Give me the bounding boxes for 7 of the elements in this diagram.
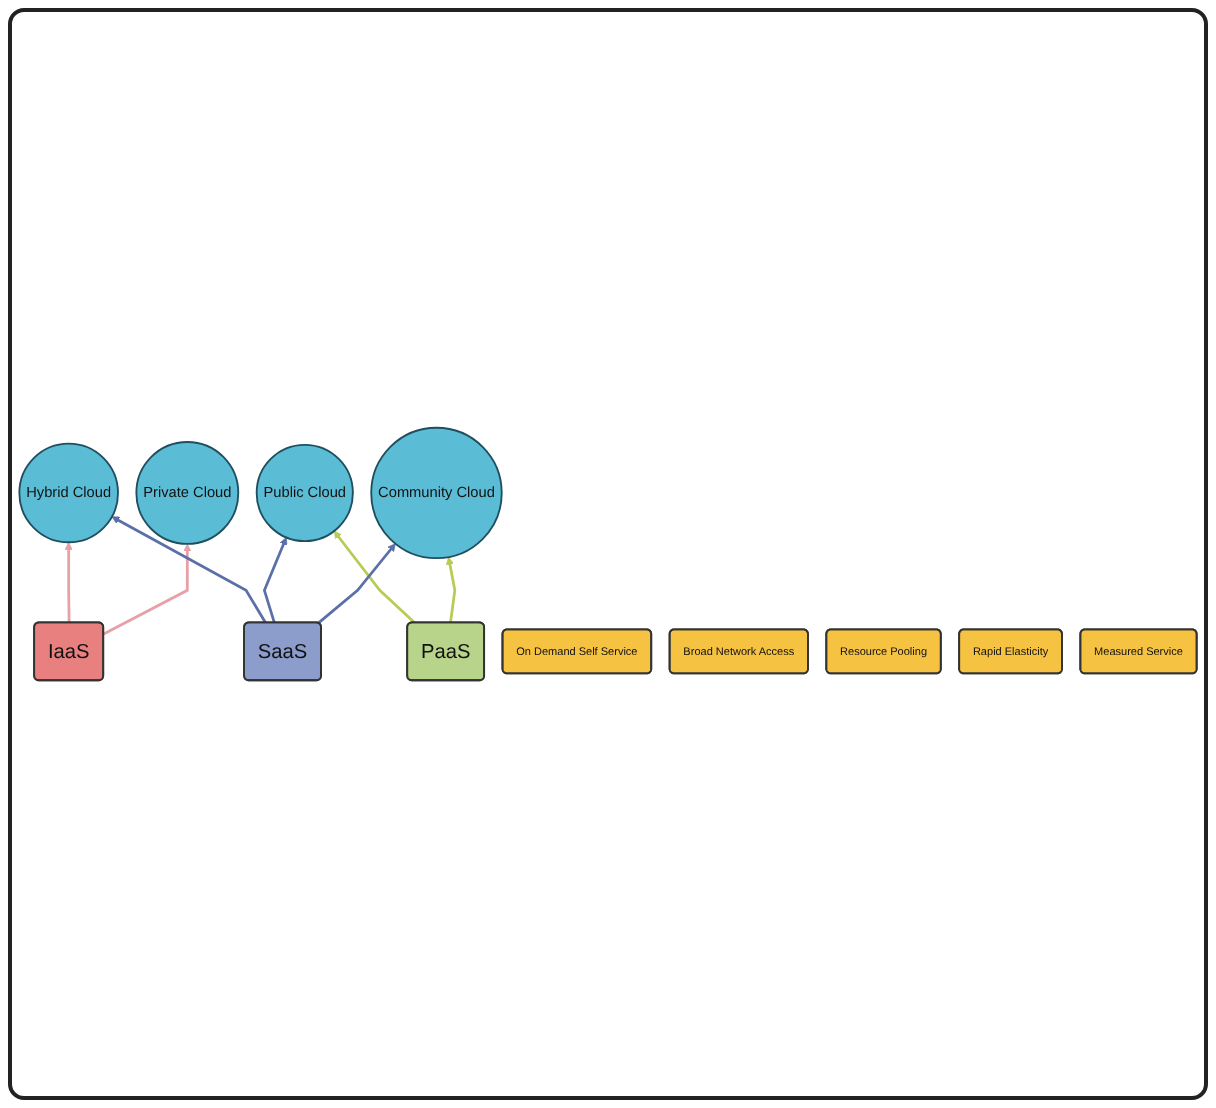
arrow — [445, 556, 457, 624]
arrow — [111, 516, 267, 624]
arrow — [64, 541, 73, 623]
arrow — [262, 537, 288, 624]
arrow — [103, 543, 192, 636]
arrow — [333, 530, 416, 624]
arrow — [317, 543, 396, 625]
